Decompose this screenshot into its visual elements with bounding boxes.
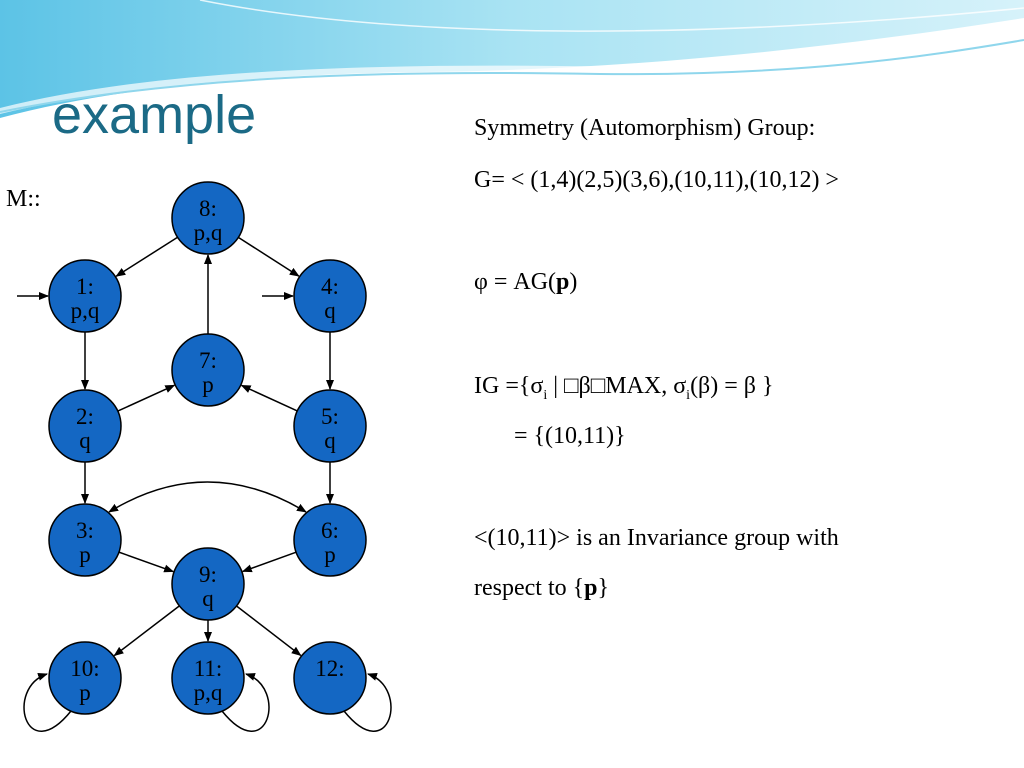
node-3-circle [48, 503, 122, 577]
node-9-props: q [202, 586, 214, 611]
node-2-circle [48, 389, 122, 463]
node-6-props: p [324, 542, 336, 567]
edge-10-to-10 [23, 673, 72, 732]
node-8-circle [171, 181, 245, 255]
node-6-circle [293, 503, 367, 577]
formula-prefix: φ = AG( [474, 269, 557, 295]
node-11-circle [171, 641, 245, 715]
node-3-number: 3: [76, 518, 94, 543]
formula-line: φ = AG(p) [474, 268, 577, 297]
invariance-prop: p [584, 575, 598, 601]
edge-9-to-10 [113, 605, 180, 657]
invariance-line-2: respect to {p} [474, 574, 609, 603]
node-3-props: p [79, 542, 91, 567]
node-10: 10:p [48, 641, 122, 715]
ig-middle: | □β□MAX, σ [547, 373, 687, 399]
node-9: 9:q [171, 547, 245, 621]
node-5-number: 5: [321, 404, 339, 429]
node-4: 4:q [293, 259, 367, 333]
edge-6-to-9 [241, 551, 297, 573]
header-wave-decoration [0, 0, 1024, 118]
kripke-structure-diagram: 8:p,q1:p,q4:q7:p2:q5:q3:p6:p9:q10:p11:p,… [17, 181, 392, 732]
node-1-props: p,q [71, 298, 100, 323]
node-5-circle [293, 389, 367, 463]
node-2-number: 2: [76, 404, 94, 429]
invariance-prefix: respect to { [474, 575, 585, 601]
edge-11-to-11 [221, 673, 270, 732]
ig-definition-line: IG ={σi | □β□MAX, σi(β) = β } [474, 372, 774, 405]
generators-line: G= < (1,4)(2,5)(3,6),(10,11),(10,12) > [474, 167, 839, 193]
node-12-number: 12: [315, 656, 344, 681]
node-3: 3:p [48, 503, 122, 577]
node-12: 12: [293, 641, 367, 715]
node-4-number: 4: [321, 274, 339, 299]
node-8: 8:p,q [171, 181, 245, 255]
node-1-number: 1: [76, 274, 94, 299]
node-7-number: 7: [199, 348, 217, 373]
invariance-suffix: } [597, 575, 610, 601]
symmetry-group-heading: Symmetry (Automorphism) Group: [474, 115, 816, 141]
node-7: 7:p [171, 333, 245, 407]
node-10-props: p [79, 680, 91, 705]
ig-sub-2: i [686, 387, 691, 403]
edge-3-to-6 [108, 481, 307, 513]
node-12-circle [293, 641, 367, 715]
node-5: 5:q [293, 389, 367, 463]
ig-label: IG ={σ [474, 373, 544, 399]
node-9-number: 9: [199, 562, 217, 587]
edge-5-to-7 [240, 384, 298, 412]
node-10-circle [48, 641, 122, 715]
node-1: 1:p,q [48, 259, 122, 333]
edges-layer [17, 236, 392, 732]
node-9-circle [171, 547, 245, 621]
node-7-props: p [202, 372, 214, 397]
edge-12-to-12 [343, 673, 392, 732]
nodes-layer: 8:p,q1:p,q4:q7:p2:q5:q3:p6:p9:q10:p11:p,… [48, 181, 367, 715]
edge-9-to-12 [236, 605, 302, 657]
formula-suffix: ) [569, 269, 578, 295]
node-8-number: 8: [199, 196, 217, 221]
model-label: M:: [6, 186, 41, 212]
node-11-props: p,q [194, 680, 223, 705]
node-4-circle [293, 259, 367, 333]
node-6: 6:p [293, 503, 367, 577]
ig-end: (β) = β } [690, 373, 774, 399]
ig-sub-1: i [543, 387, 548, 403]
node-8-props: p,q [194, 220, 223, 245]
node-11-number: 11: [194, 656, 223, 681]
formula-prop: p [556, 269, 570, 295]
node-2: 2:q [48, 389, 122, 463]
edge-3-to-9 [118, 551, 175, 573]
ig-result-line: = {(10,11)} [514, 423, 626, 449]
slide-title: example [52, 85, 257, 145]
node-11: 11:p,q [171, 641, 245, 715]
edge-2-to-7 [117, 384, 176, 412]
node-10-number: 10: [70, 656, 99, 681]
edge-8-to-1 [115, 236, 178, 277]
node-6-number: 6: [321, 518, 339, 543]
node-5-props: q [324, 428, 336, 453]
edge-8-to-4 [237, 236, 300, 277]
node-2-props: q [79, 428, 91, 453]
invariance-line-1: <(10,11)> is an Invariance group with [474, 525, 839, 551]
node-1-circle [48, 259, 122, 333]
node-4-props: q [324, 298, 336, 323]
node-7-circle [171, 333, 245, 407]
